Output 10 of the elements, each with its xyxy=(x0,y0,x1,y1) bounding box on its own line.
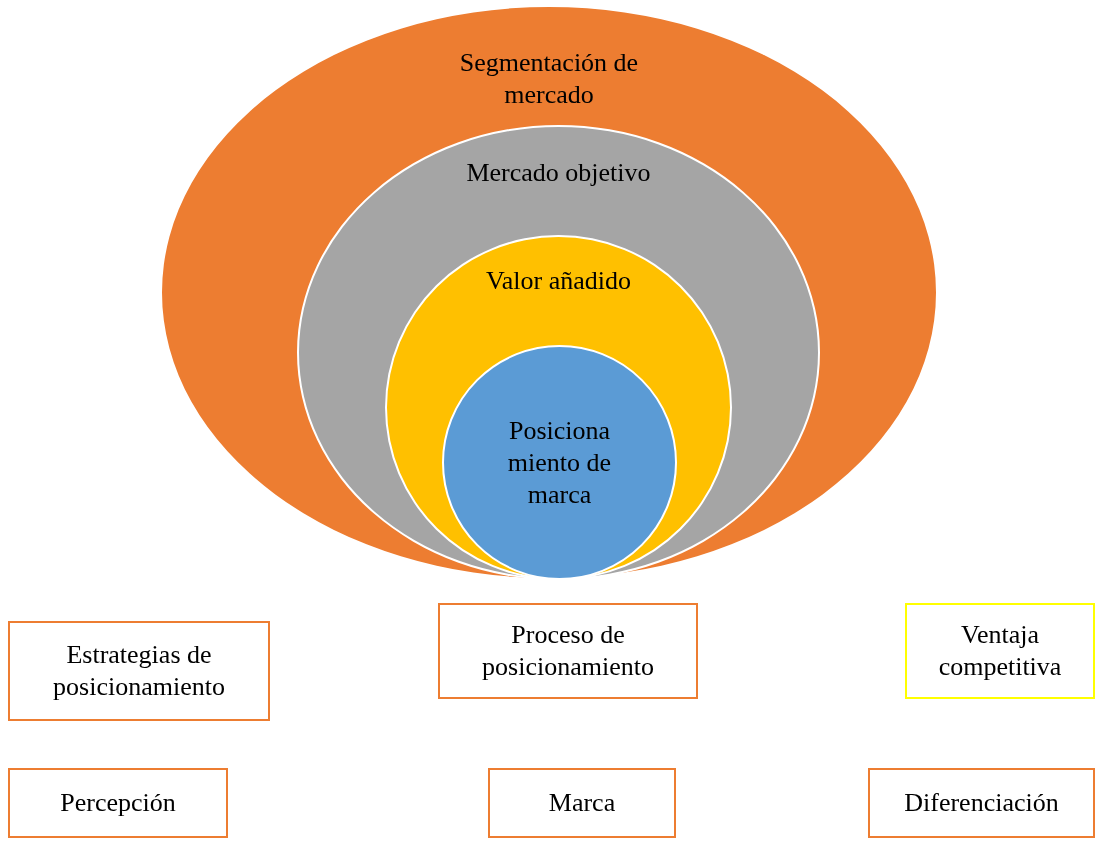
concept-box: Marca xyxy=(488,768,676,838)
concept-box: Percepción xyxy=(8,768,228,838)
circle-label: Valor añadido xyxy=(484,265,633,297)
concept-box: Estrategias de posicionamiento xyxy=(8,621,270,721)
concept-box: Proceso de posicionamiento xyxy=(438,603,698,699)
circle-label: Mercado objetivo xyxy=(465,157,652,189)
circle-label: Segmentación de mercado xyxy=(458,47,640,111)
concept-box: Diferenciación xyxy=(868,768,1095,838)
circle-label: Posiciona miento de marca xyxy=(506,415,613,511)
concept-box: Ventaja competitiva xyxy=(905,603,1095,699)
